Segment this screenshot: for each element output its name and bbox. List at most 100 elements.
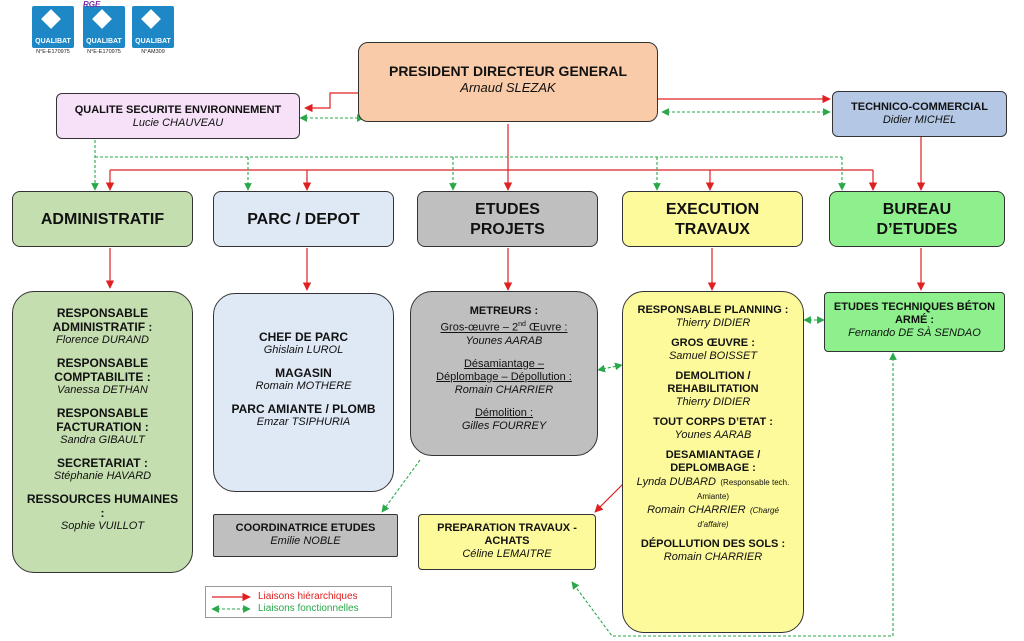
pdg-name: Arnaud SLEZAK: [460, 80, 556, 95]
exec-roles-box: RESPONSABLE PLANNING :Thierry DIDIER GRO…: [622, 291, 804, 633]
dept-parc-label: PARC / DEPOT: [247, 211, 360, 228]
role-title: SECRETARIAT :: [57, 456, 148, 470]
technico-box: TECHNICO-COMMERCIAL Didier MICHEL: [832, 91, 1007, 137]
dept-etudes-label-1: ETUDES: [475, 201, 540, 218]
bureau-role-name: Fernando DE SÀ SENDAO: [848, 327, 981, 339]
dept-parc-depot: PARC / DEPOT: [213, 191, 394, 247]
exec-role: RESPONSABLE PLANNING :Thierry DIDIER: [633, 304, 793, 330]
exec-depol-role: DÉPOLLUTION DES SOLS :Romain CHARRIER: [633, 538, 793, 564]
etudes-roles-box: METREURS : Gros-œuvre – 2nd Œuvre : Youn…: [410, 291, 598, 456]
dept-execution-travaux: EXECUTION TRAVAUX: [622, 191, 803, 247]
desamiantage-name: Romain CHARRIER: [454, 383, 554, 396]
admin-role: RESPONSABLE FACTURATION :Sandra GIBAULT: [25, 406, 180, 447]
role-name: Younes AARAB: [674, 429, 752, 441]
role-title: DÉPOLLUTION DES SOLS :: [640, 538, 786, 550]
role-title: RESSOURCES HUMAINES :: [26, 492, 179, 520]
role-title: DEMOLITION / REHABILITATION: [667, 370, 759, 395]
admin-role: SECRETARIAT :Stéphanie HAVARD: [25, 456, 180, 483]
legend-fonc-label: Liaisons fonctionnelles: [258, 603, 359, 614]
dept-bureau-label-1: BUREAU: [882, 201, 952, 218]
gros-oeuvre-text: Gros-œuvre – 2: [440, 321, 519, 334]
role-title: GROS ŒUVRE :: [671, 337, 755, 349]
demolition-label: Démolition :: [474, 406, 534, 419]
dept-bureau-label-2: D’ETUDES: [876, 221, 958, 238]
preparation-box: PREPARATION TRAVAUX - ACHATS Céline LEMA…: [418, 514, 596, 570]
role-name: Vanessa DETHAN: [57, 384, 148, 396]
exec-role: GROS ŒUVRE :Samuel BOISSET: [633, 337, 793, 363]
dept-exec-label-2: TRAVAUX: [675, 221, 750, 238]
qualibat-logo-1: QUALIBAT N°E-E170975: [32, 6, 74, 55]
role-name: Romain MOTHERE: [255, 380, 352, 392]
role-name: Thierry DIDIER: [675, 396, 751, 408]
dept-etudes-label-2: PROJETS: [470, 221, 545, 238]
metreurs-heading: METREURS :: [469, 305, 539, 317]
bureau-role-title: ETUDES TECHNIQUES BÉTON ARMÉ :: [833, 301, 996, 326]
gros-oeuvre-sup: nd: [518, 321, 526, 328]
gros-oeuvre-name: Younes AARAB: [465, 334, 543, 347]
role-name: Samuel BOISSET: [668, 350, 758, 362]
bureau-role-box: ETUDES TECHNIQUES BÉTON ARMÉ : Fernando …: [824, 292, 1005, 352]
pdg-box: PRESIDENT DIRECTEUR GENERAL Arnaud SLEZA…: [358, 42, 658, 122]
admin-roles-box: RESPONSABLE ADMINISTRATIF :Florence DURA…: [12, 291, 193, 573]
dept-exec-label-1: EXECUTION: [665, 201, 760, 218]
role-title: RESPONSABLE COMPTABILITE :: [54, 356, 151, 384]
role-name: Romain CHARRIER: [663, 551, 763, 563]
qse-title: QUALITE SECURITE ENVIRONNEMENT: [74, 104, 282, 116]
demolition-name: Gilles FOURREY: [461, 419, 547, 432]
technico-name: Didier MICHEL: [882, 114, 957, 126]
legend-functional: Liaisons fonctionnelles: [258, 603, 359, 614]
coord-title: COORDINATRICE ETUDES: [235, 522, 376, 534]
desam-line-2: Romain CHARRIER (Chargé d’affaire): [633, 503, 793, 531]
dept-administratif: ADMINISTRATIF: [12, 191, 193, 247]
coord-name: Emilie NOBLE: [270, 535, 341, 547]
role-title: RESPONSABLE ADMINISTRATIF :: [52, 306, 153, 334]
role-name: Sophie VUILLOT: [60, 520, 145, 532]
role-name: Ghislain LUROL: [263, 344, 344, 356]
dept-administratif-label: ADMINISTRATIF: [40, 211, 165, 228]
prep-name: Céline LEMAITRE: [462, 548, 552, 560]
desam-line-1: Lynda DUBARD (Responsable tech. Amiante): [633, 475, 793, 503]
role-title: RESPONSABLE FACTURATION :: [56, 406, 149, 434]
qualibat-logo-3: QUALIBAT N°AM309: [132, 6, 174, 55]
legend-box: [205, 586, 392, 618]
role-title: TOUT CORPS D’ETAT :: [653, 416, 773, 428]
coordinatrice-box: COORDINATRICE ETUDES Emilie NOBLE: [213, 514, 398, 557]
admin-role: RESPONSABLE ADMINISTRATIF :Florence DURA…: [25, 306, 180, 347]
role-title: PARC AMIANTE / PLOMB: [231, 402, 376, 416]
legend-hier-label: Liaisons hiérarchiques: [258, 591, 358, 602]
role-name: Stéphanie HAVARD: [53, 470, 152, 482]
desamiantage-label: Désamiantage –: [463, 357, 545, 370]
role-title: MAGASIN: [275, 366, 332, 380]
role-name: Florence DURAND: [56, 334, 149, 346]
qse-box: QUALITE SECURITE ENVIRONNEMENT Lucie CHA…: [56, 93, 300, 139]
dept-bureau-etudes: BUREAU D’ETUDES: [829, 191, 1005, 247]
role-title: CHEF DE PARC: [258, 330, 349, 344]
dept-etudes-projets: ETUDES PROJETS: [417, 191, 598, 247]
role-title: RESPONSABLE PLANNING :: [637, 304, 789, 316]
gros-oeuvre-text-2: Œuvre :: [525, 321, 568, 334]
technico-title: TECHNICO-COMMERCIAL: [851, 101, 988, 113]
role-name: Lynda DUBARD: [636, 476, 716, 488]
role-name: Emzar TSIPHURIA: [256, 416, 351, 428]
role-note: (Chargé d’affaire): [697, 506, 779, 529]
role-name: Thierry DIDIER: [675, 317, 751, 329]
deplombage-label: Déplombage – Dépollution :: [436, 370, 572, 383]
role-name: Sandra GIBAULT: [60, 434, 145, 446]
qse-name: Lucie CHAUVEAU: [132, 117, 224, 129]
prep-title: PREPARATION TRAVAUX - ACHATS: [437, 522, 577, 547]
role-name: Romain CHARRIER: [647, 504, 746, 516]
gros-oeuvre-label: Gros-œuvre – 2nd Œuvre :: [419, 318, 589, 335]
pdg-title: PRESIDENT DIRECTEUR GENERAL: [388, 63, 628, 79]
admin-role: RESPONSABLE COMPTABILITE :Vanessa DETHAN: [25, 356, 180, 397]
role-note: (Responsable tech. Amiante): [696, 478, 790, 501]
legend-hierarchical: Liaisons hiérarchiques: [258, 591, 358, 602]
role-title: DESAMIANTAGE / DEPLOMBAGE :: [665, 449, 761, 474]
exec-role: TOUT CORPS D’ETAT :Younes AARAB: [633, 416, 793, 442]
admin-role: RESSOURCES HUMAINES :Sophie VUILLOT: [25, 492, 180, 533]
exec-desam-role: DESAMIANTAGE / DEPLOMBAGE : Lynda DUBARD…: [633, 449, 793, 531]
